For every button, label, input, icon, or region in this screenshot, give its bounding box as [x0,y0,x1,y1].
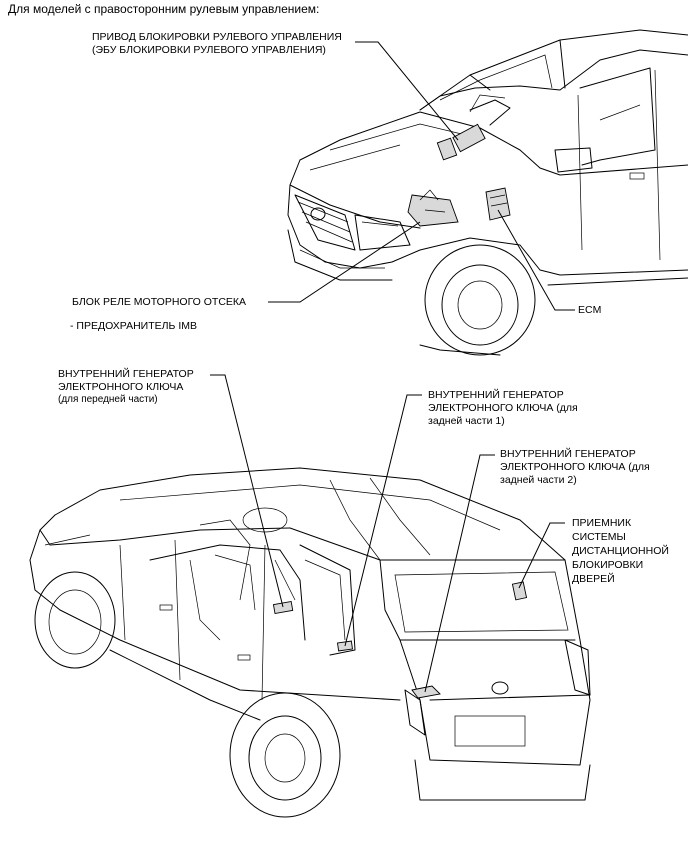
label-key-generator-front-line1: ВНУТРЕННИЙ ГЕНЕРАТОР [58,368,194,380]
label-receiver-line3: ДИСТАНЦИОННОЙ [572,545,669,557]
label-key-generator-rear1-line2: ЭЛЕКТРОННОГО КЛЮЧА (для [428,402,578,414]
label-ecm: ECM [578,304,602,316]
label-key-generator-rear1-line1: ВНУТРЕННИЙ ГЕНЕРАТОР [428,389,564,401]
label-engine-relay-block: БЛОК РЕЛЕ МОТОРНОГО ОТСЕКА [72,296,247,308]
label-key-generator-rear1-line3: задней части 1) [428,415,505,427]
label-key-generator-rear2-line3: задней части 2) [500,474,577,486]
label-steering-lock-actuator: ПРИВОД БЛОКИРОВКИ РУЛЕВОГО УПРАВЛЕНИЯ [92,31,342,43]
label-key-generator-front-line2: ЭЛЕКТРОННОГО КЛЮЧА [58,381,184,393]
label-steering-lock-ecu: (ЭБУ БЛОКИРОВКИ РУЛЕВОГО УПРАВЛЕНИЯ) [92,44,326,56]
label-key-generator-front-line3: (для передней части) [58,394,158,405]
leader-lines-bottom [210,374,565,693]
label-key-generator-rear2-line2: ЭЛЕКТРОННОГО КЛЮЧА (для [500,461,650,473]
page-header: Для моделей с правосторонним рулевым упр… [8,2,320,16]
label-receiver-line2: СИСТЕМЫ [572,531,626,543]
label-receiver-line5: ДВЕРЕЙ [572,573,615,585]
label-receiver-line1: ПРИЕМНИК [572,517,632,529]
rear-car-illustration [29,467,591,818]
label-key-generator-rear2-line1: ВНУТРЕННИЙ ГЕНЕРАТОР [500,448,636,460]
leader-lines-top [268,41,575,311]
front-car-illustration [287,29,688,356]
label-receiver-line4: БЛОКИРОВКИ [572,559,644,571]
label-fuse-imb: - ПРЕДОХРАНИТЕЛЬ IMB [70,320,197,332]
